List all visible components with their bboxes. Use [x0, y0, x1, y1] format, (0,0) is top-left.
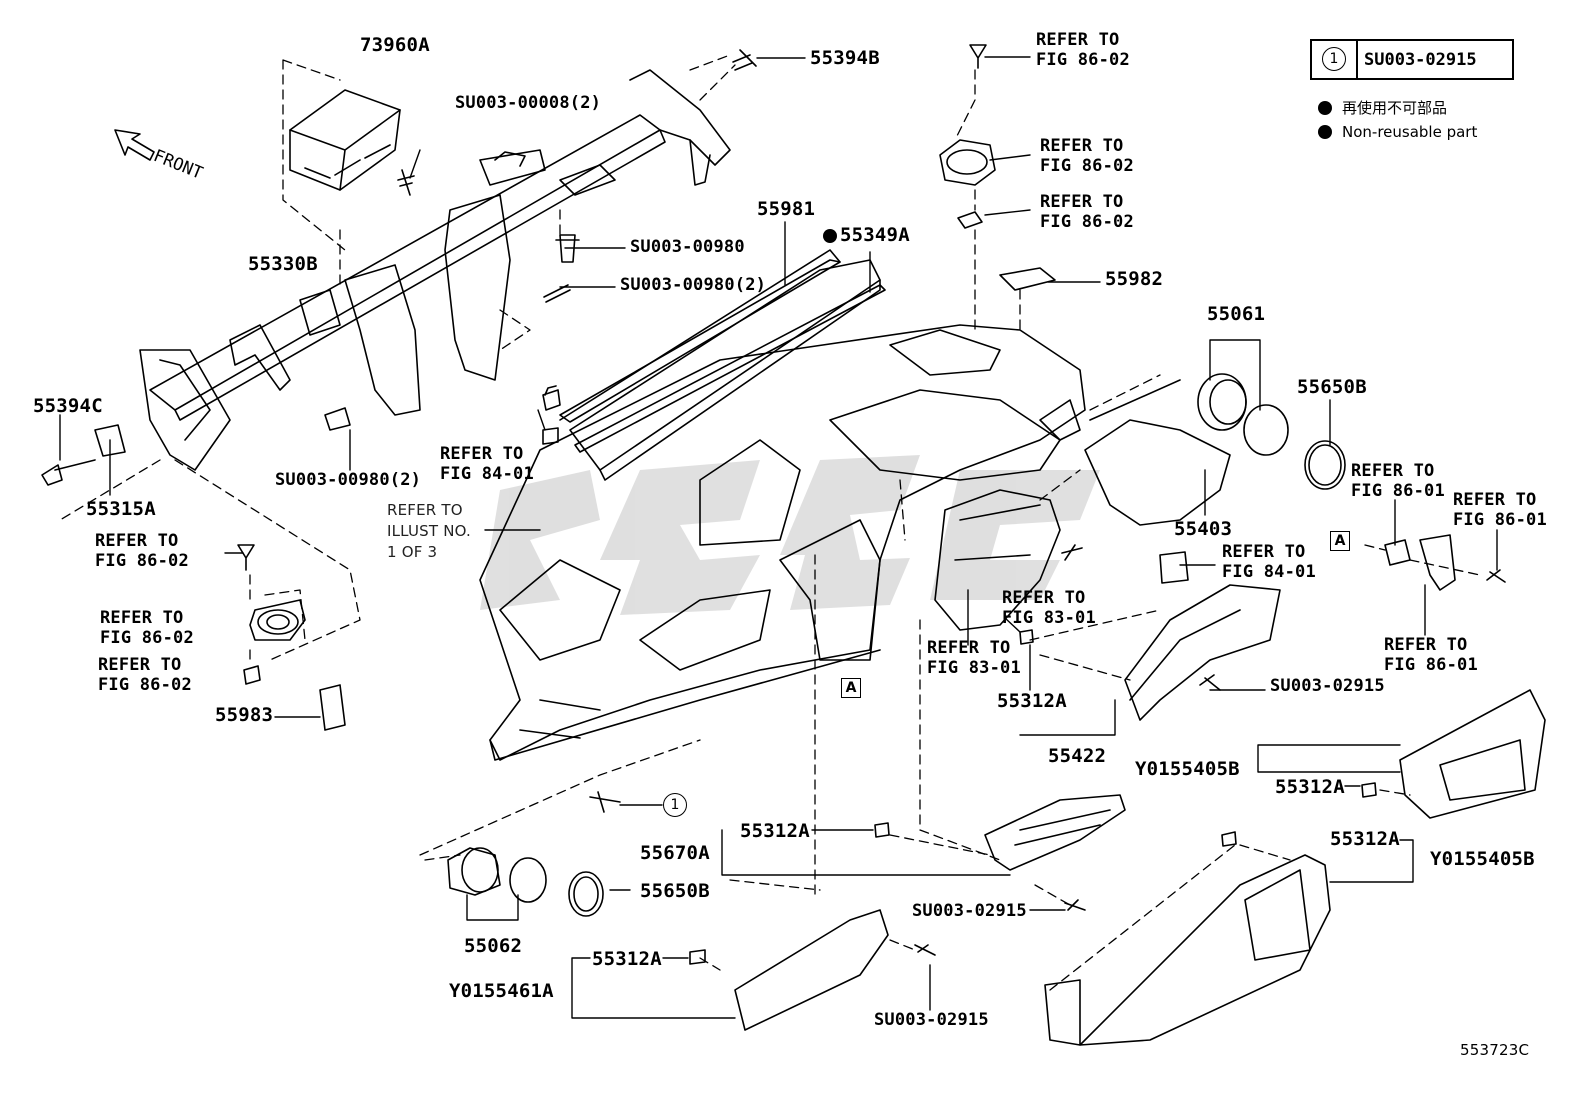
- refer-86-02-b: REFER TO FIG 86-02: [1040, 136, 1134, 176]
- cluster-panel: [1084, 419, 1231, 526]
- clips: [319, 385, 1377, 965]
- label-55403: 55403: [1174, 518, 1233, 540]
- defroster-strips: [559, 259, 886, 453]
- label-55312A-5: 55312A: [592, 948, 662, 970]
- label-55394C: 55394C: [33, 395, 103, 417]
- label-55312A-2: 55312A: [1275, 776, 1345, 798]
- label-su003-02915-c: SU003-02915: [1270, 676, 1385, 696]
- center-garnish: [984, 794, 1126, 871]
- label-su003-00980-2b: SU003-00980(2): [275, 470, 422, 490]
- legend-part: SU003-02915: [1364, 50, 1477, 70]
- label-su003-00980: SU003-00980: [630, 237, 745, 257]
- label-73960A: 73960A: [360, 34, 430, 56]
- label-55349A-text: 55349A: [840, 224, 910, 246]
- label-55422: 55422: [1048, 745, 1107, 767]
- label-55061: 55061: [1207, 303, 1266, 325]
- legend-note-jp: 再使用不可部品: [1318, 97, 1447, 118]
- support-beam: [139, 69, 731, 471]
- label-55981: 55981: [757, 198, 816, 220]
- label-55983: 55983: [215, 704, 274, 726]
- label-Y0155405B-upper: Y0155405B: [1135, 758, 1240, 780]
- label-55062: 55062: [464, 935, 523, 957]
- legend-note-en: Non-reusable part: [1318, 123, 1477, 141]
- airbag-assembly: [289, 89, 415, 196]
- label-55670A: 55670A: [640, 842, 710, 864]
- refer-86-01-b: REFER TO FIG 86-01: [1453, 490, 1547, 530]
- label-55982: 55982: [1105, 268, 1164, 290]
- refer-86-02-c: REFER TO FIG 86-02: [1040, 192, 1134, 232]
- label-55330B: 55330B: [248, 253, 318, 275]
- refer-83-01-a: REFER TO FIG 83-01: [1002, 588, 1096, 628]
- label-Y0155405B-lower: Y0155405B: [1430, 848, 1535, 870]
- vent-left: [447, 847, 604, 917]
- label-55650B-left: 55650B: [640, 880, 710, 902]
- label-55312A-4: 55312A: [740, 820, 810, 842]
- non-reusable-dot-icon: [823, 229, 837, 243]
- refer-illust: REFER TO ILLUST NO. 1 OF 3: [387, 501, 472, 561]
- label-55349A: 55349A: [823, 226, 910, 245]
- label-su003-00980-2a: SU003-00980(2): [620, 275, 767, 295]
- refer-86-01-a: REFER TO FIG 86-01: [1351, 461, 1445, 501]
- diagram-code: 553723C: [1460, 1041, 1530, 1059]
- bullet-icon: [1318, 125, 1332, 139]
- label-su003-00008: SU003-00008(2): [455, 93, 602, 113]
- speaker-right: [939, 139, 1056, 291]
- legend-note-jp-text: 再使用不可部品: [1342, 99, 1448, 117]
- label-55312A-1: 55312A: [997, 690, 1067, 712]
- label-55650B-right: 55650B: [1297, 376, 1367, 398]
- refer-84-01-b: REFER TO FIG 84-01: [1222, 542, 1316, 582]
- refer-84-01-a: REFER TO FIG 84-01: [440, 444, 534, 484]
- label-su003-02915-b: SU003-02915: [874, 1010, 989, 1030]
- leader-lines: [59, 56, 1498, 1019]
- vent-right: [1197, 373, 1346, 490]
- front-arrow: [114, 129, 155, 161]
- label-55312A-3: 55312A: [1330, 828, 1400, 850]
- label-55394B: 55394B: [810, 47, 880, 69]
- bolts: [41, 44, 1506, 956]
- lower-panel-right: [1124, 551, 1281, 721]
- trim-panel-upper: [1399, 689, 1546, 819]
- speaker-left: [243, 599, 306, 685]
- label-55315A: 55315A: [86, 498, 156, 520]
- dashed-guides: [59, 54, 1481, 991]
- legend-circle-cell: 1: [1312, 41, 1358, 78]
- label-Y0155461A: Y0155461A: [449, 980, 554, 1002]
- refer-86-02-f: REFER TO FIG 86-02: [98, 655, 192, 695]
- trim-panel-lower-left: [734, 909, 889, 1031]
- refer-86-02-d: REFER TO FIG 86-02: [95, 531, 189, 571]
- refer-86-02-a: REFER TO FIG 86-02: [1036, 30, 1130, 70]
- refer-83-01-b: REFER TO FIG 83-01: [927, 638, 1021, 678]
- legend-circle: 1: [1322, 47, 1346, 71]
- dashboard-panel: [479, 249, 1181, 761]
- marker-a-right: A: [1330, 531, 1350, 551]
- refer-86-02-e: REFER TO FIG 86-02: [100, 608, 194, 648]
- meter-hood: [934, 489, 1061, 631]
- trim-panel-lower-right: [1044, 854, 1331, 1046]
- refer-86-01-c: REFER TO FIG 86-01: [1384, 635, 1478, 675]
- legend-note-en-text: Non-reusable part: [1342, 123, 1478, 141]
- bullet-icon: [1318, 101, 1332, 115]
- label-su003-02915-a: SU003-02915: [912, 901, 1027, 921]
- legend-box: 1 SU003-02915: [1310, 39, 1514, 80]
- marker-circle-one: 1: [663, 793, 687, 817]
- marker-a-center: A: [841, 678, 861, 698]
